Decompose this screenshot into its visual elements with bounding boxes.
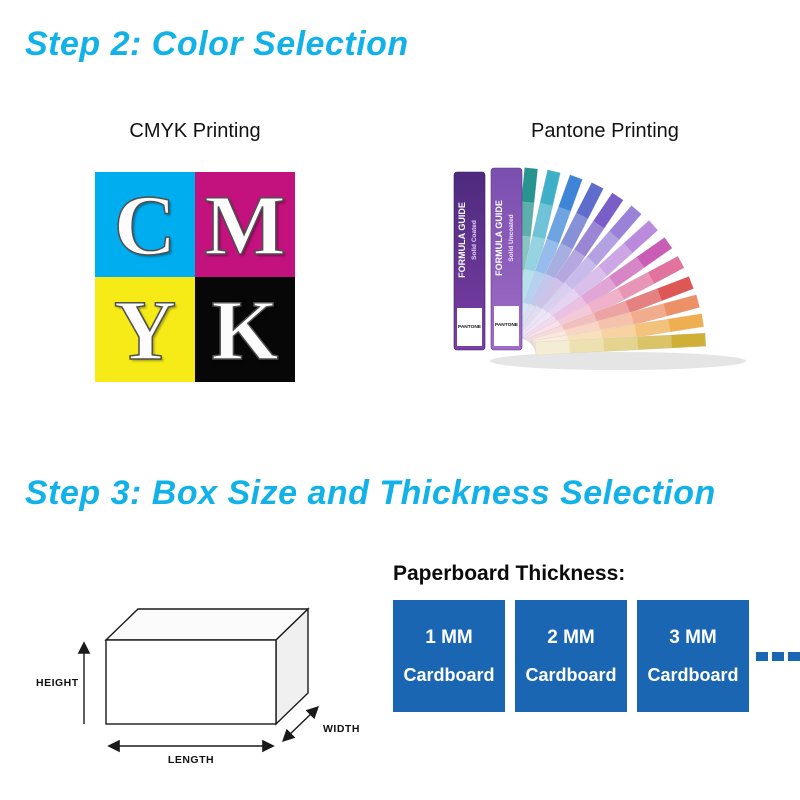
pantone-fan-svg: FORMULA GUIDE Solid Coated PANTONE FORMU…: [453, 167, 746, 370]
ellipsis-squares-icon: [756, 652, 800, 661]
cmyk-letter-y: Y: [113, 281, 177, 378]
box-diagram-svg: HEIGHT LENGTH WIDTH: [36, 607, 360, 766]
pantone-heading: Pantone Printing: [531, 120, 679, 142]
cmyk-tile-black: K: [195, 277, 295, 382]
guide1-title: FORMULA GUIDE: [457, 202, 467, 278]
width-label: WIDTH: [323, 723, 360, 735]
cmyk-tile-yellow: Y: [95, 277, 195, 382]
thickness-size: 2 MM: [547, 626, 595, 648]
thickness-heading: Paperboard Thickness:: [393, 562, 626, 585]
height-label: HEIGHT: [36, 677, 79, 689]
thickness-size: 3 MM: [669, 626, 717, 648]
thickness-material: Cardboard: [647, 664, 739, 685]
cmyk-heading: CMYK Printing: [129, 120, 261, 142]
guide1-brand: PANTONE: [458, 324, 482, 330]
thickness-size: 1 MM: [425, 626, 473, 648]
cmyk-tile-cyan: C: [95, 172, 195, 277]
thickness-card-1mm: 1 MM Cardboard: [393, 600, 505, 712]
pantone-fan-illustration: FORMULA GUIDE Solid Coated PANTONE FORMU…: [448, 156, 780, 401]
step3-title: Step 3: Box Size and Thickness Selection: [25, 474, 716, 512]
cmyk-letter-c: C: [113, 176, 177, 273]
guide1-subtitle: Solid Coated: [471, 220, 478, 260]
thickness-options: 1 MM Cardboard 2 MM Cardboard 3 MM Cardb…: [393, 600, 749, 712]
cmyk-letter-m: M: [204, 176, 287, 273]
step2-title: Step 2: Color Selection: [25, 25, 409, 63]
guide2-title: FORMULA GUIDE: [494, 200, 504, 276]
thickness-material: Cardboard: [525, 664, 617, 685]
thickness-card-2mm: 2 MM Cardboard: [515, 600, 627, 712]
box-diagram: HEIGHT LENGTH WIDTH: [28, 582, 372, 792]
guide2-brand: PANTONE: [495, 322, 519, 328]
width-arrow: [281, 706, 320, 742]
cmyk-letter-k: K: [211, 281, 279, 378]
cmyk-tile-magenta: M: [195, 172, 295, 277]
pantone-guide-coated: FORMULA GUIDE Solid Coated PANTONE: [453, 171, 486, 351]
thickness-material: Cardboard: [403, 664, 495, 685]
length-label: LENGTH: [168, 754, 214, 766]
guide2-subtitle: Solid Uncoated: [508, 214, 515, 261]
box-front-face: [105, 639, 277, 725]
cmyk-grid: C M Y K: [95, 172, 295, 382]
pantone-guide-uncoated: FORMULA GUIDE Solid Uncoated PANTONE: [490, 167, 523, 351]
fan-shadow: [490, 352, 746, 370]
thickness-card-3mm: 3 MM Cardboard: [637, 600, 749, 712]
box-top-face: [104, 608, 310, 641]
